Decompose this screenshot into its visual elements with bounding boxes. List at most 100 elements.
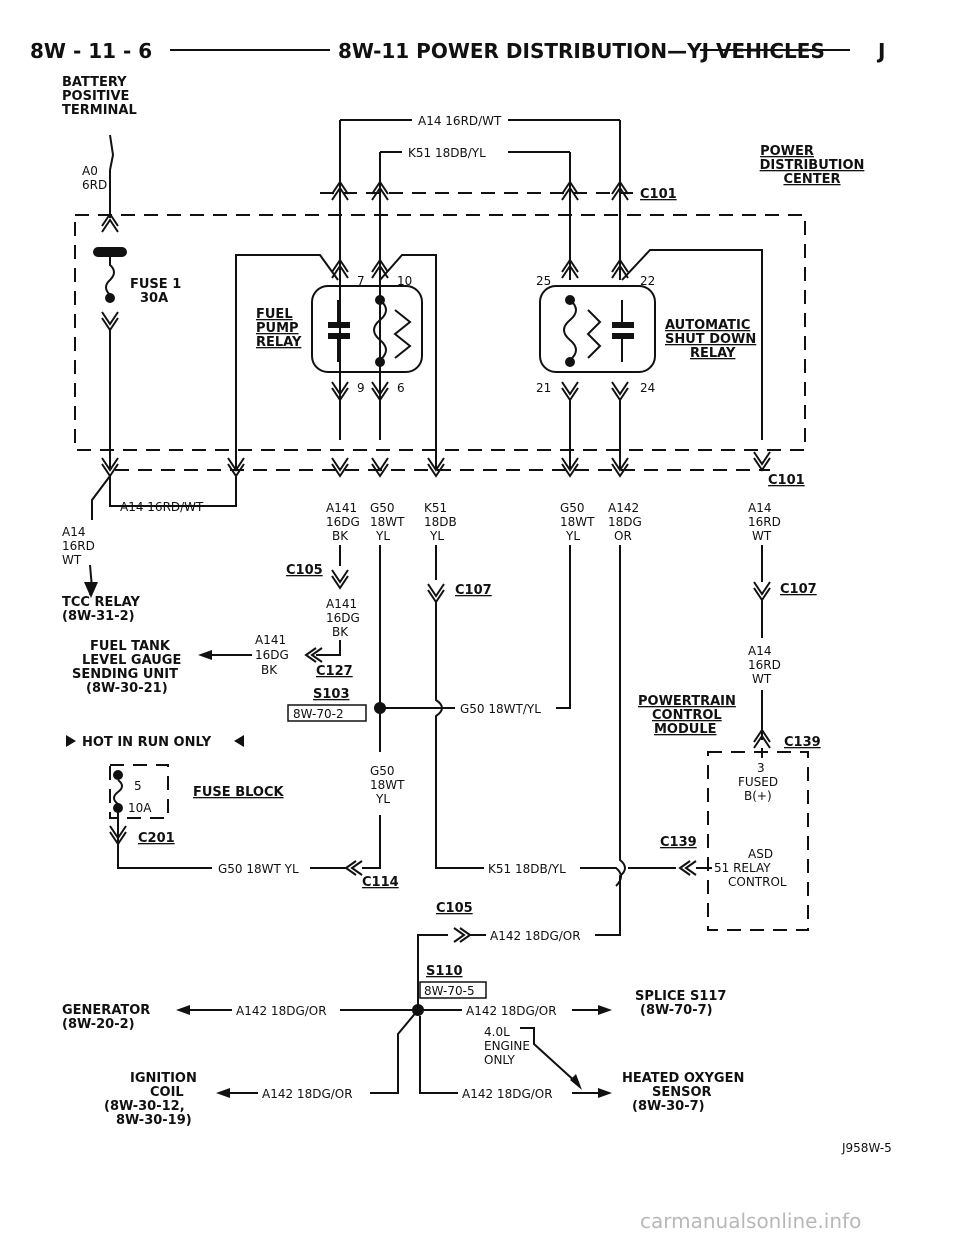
svg-text:WT: WT — [62, 553, 82, 567]
svg-text:CONTROL: CONTROL — [728, 875, 787, 889]
svg-text:BK: BK — [332, 625, 349, 639]
wire-a141-below: A141 16DG BK — [326, 597, 360, 639]
wire-a142-splice: A142 18DG/OR — [466, 1004, 557, 1018]
svg-text:16RD: 16RD — [62, 539, 95, 553]
svg-text:A141: A141 — [326, 597, 357, 611]
fp-relay-pin-10: 10 — [397, 274, 412, 288]
c139-side-connector-label: C139 — [660, 835, 697, 850]
fuse-block-label: FUSE BLOCK — [193, 785, 285, 800]
generator: GENERATOR (8W-20-2) — [62, 1003, 150, 1032]
svg-text:18WT: 18WT — [370, 515, 405, 529]
asd-relay-pin-21: 21 — [536, 381, 551, 395]
svg-text:COIL: COIL — [150, 1085, 184, 1100]
pcm-label: POWERTRAIN CONTROL MODULE — [638, 694, 736, 737]
svg-text:SENSOR: SENSOR — [652, 1085, 712, 1100]
wire-a142-o2: A142 18DG/OR — [462, 1087, 553, 1101]
svg-text:CONTROL: CONTROL — [652, 708, 722, 723]
splice-s117: SPLICE S117 (8W-70-7) — [635, 989, 726, 1018]
svg-text:HEATED OXYGEN: HEATED OXYGEN — [622, 1071, 744, 1086]
page-number: 8W - 11 - 6 — [30, 39, 152, 63]
svg-text:HOT IN RUN ONLY: HOT IN RUN ONLY — [82, 735, 212, 750]
header-section-letter: J — [876, 39, 885, 63]
wire-col-a141: A141 16DG BK — [326, 501, 360, 543]
svg-text:18WT: 18WT — [370, 778, 405, 792]
s110-splice-label: S110 — [426, 964, 463, 979]
svg-text:(8W-30-21): (8W-30-21) — [86, 681, 168, 696]
fp-relay-pin-7: 7 — [357, 274, 365, 288]
svg-text:SENDING UNIT: SENDING UNIT — [72, 667, 178, 682]
asd-relay-label: AUTOMATIC SHUT DOWN RELAY — [665, 318, 756, 361]
svg-text:(8W-30-12,: (8W-30-12, — [104, 1099, 185, 1114]
watermark-text: carmanualsonline.info — [640, 1209, 861, 1233]
fuel-tank-level-gauge: FUEL TANK LEVEL GAUGE SENDING UNIT (8W-3… — [72, 639, 181, 696]
wire-col-g50b: G50 18WT YL — [560, 501, 595, 543]
svg-text:FUSED: FUSED — [738, 775, 778, 789]
svg-text:IGNITION: IGNITION — [130, 1071, 197, 1086]
c114-connector-label: C114 — [362, 875, 399, 890]
svg-text:WT: WT — [752, 672, 772, 686]
c107-left-connector-label: C107 — [455, 583, 492, 598]
svg-text:CENTER: CENTER — [783, 172, 840, 187]
svg-text:POWERTRAIN: POWERTRAIN — [638, 694, 736, 709]
tcc-wire-label: A14 16RD WT — [62, 525, 95, 567]
pcm-pin-3: 3 FUSED B(+) — [738, 761, 778, 803]
s103-reference: 8W-70-2 — [293, 707, 344, 721]
c201-connector-label: C201 — [138, 831, 175, 846]
svg-text:YL: YL — [375, 792, 390, 806]
svg-text:A141: A141 — [326, 501, 357, 515]
svg-text:MODULE: MODULE — [654, 722, 717, 737]
wire-col-g50a: G50 18WT YL — [370, 501, 405, 543]
c139-top-connector-label: C139 — [784, 735, 821, 750]
asd-relay-pin-22: 22 — [640, 274, 655, 288]
svg-text:A14: A14 — [748, 644, 771, 658]
c105-connector-label: C105 — [286, 563, 323, 578]
wire-a142-coil: A142 18DG/OR — [262, 1087, 353, 1101]
svg-text:18DG: 18DG — [608, 515, 642, 529]
svg-text:G50: G50 — [370, 764, 395, 778]
wire-k51-bottom: K51 18DB/YL — [488, 862, 566, 876]
fp-relay-pin-6: 6 — [397, 381, 405, 395]
svg-text:A142: A142 — [608, 501, 639, 515]
fuse-5-number: 5 — [134, 779, 142, 793]
svg-text:G50: G50 — [560, 501, 585, 515]
svg-text:16DG: 16DG — [326, 611, 360, 625]
s110-reference: 8W-70-5 — [424, 984, 475, 998]
pdc-boundary — [74, 214, 806, 451]
battery-terminal-arrow — [109, 134, 115, 171]
svg-text:3: 3 — [757, 761, 765, 775]
fuse-block-fuse-5 — [109, 770, 127, 846]
pcm-boundary — [707, 751, 809, 931]
svg-text:8W-30-19): 8W-30-19) — [116, 1113, 192, 1128]
heated-oxygen-sensor: HEATED OXYGEN SENSOR (8W-30-7) — [622, 1071, 744, 1114]
svg-text:ENGINE: ENGINE — [484, 1039, 530, 1053]
wire-g50-mid: G50 18WT YL — [370, 764, 405, 806]
svg-text:51 RELAY: 51 RELAY — [714, 861, 771, 875]
svg-text:(8W-70-7): (8W-70-7) — [640, 1003, 713, 1018]
wire-a14-right-mid: A14 16RD WT — [748, 644, 781, 686]
svg-text:YL: YL — [375, 529, 390, 543]
svg-text:BK: BK — [261, 663, 278, 677]
wire-k51-top: K51 18DB/YL — [408, 146, 486, 160]
c107-right-connector-label: C107 — [780, 582, 817, 597]
wire-a142-c105: A142 18DG/OR — [490, 929, 581, 943]
svg-text:RELAY: RELAY — [256, 335, 302, 350]
svg-text:OR: OR — [614, 529, 632, 543]
pdc-label: POWER DISTRIBUTION CENTER — [760, 144, 865, 187]
wire-a142-generator: A142 18DG/OR — [236, 1004, 327, 1018]
c101-top-terminals — [331, 180, 629, 201]
svg-text:ONLY: ONLY — [484, 1053, 516, 1067]
svg-text:YL: YL — [565, 529, 580, 543]
wire-g50-to-splice: G50 18WT/YL — [460, 702, 541, 716]
wire-a14-top: A14 16RD/WT — [418, 114, 502, 128]
svg-text:WT: WT — [752, 529, 772, 543]
fuse-1-label: FUSE 1 — [130, 277, 181, 292]
svg-text:TCC RELAY: TCC RELAY — [62, 595, 140, 610]
svg-text:FUEL: FUEL — [256, 307, 293, 322]
tcc-relay: TCC RELAY (8W-31-2) — [62, 595, 140, 624]
svg-text:18DB: 18DB — [424, 515, 457, 529]
svg-text:POSITIVE: POSITIVE — [62, 89, 129, 104]
fuse-1 — [93, 212, 127, 332]
svg-text:ASD: ASD — [748, 847, 773, 861]
asd-relay-terminals — [561, 258, 629, 402]
